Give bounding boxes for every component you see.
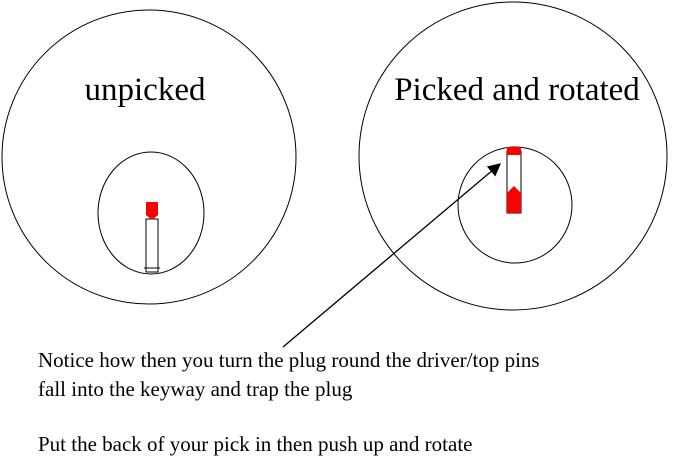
note-line-3: Put the back of your pick in then push u…: [38, 432, 473, 456]
unpicked-outer-housing: [1, 9, 297, 305]
picked-outer-housing: [358, 1, 668, 311]
picked-lock: Picked and rotated: [358, 1, 668, 311]
picked-top-pin: [507, 147, 521, 155]
note-line-2: fall into the keyway and trap the plug: [38, 377, 353, 401]
pointer-arrow: [282, 163, 501, 348]
unpicked-plug: [97, 151, 205, 275]
unpicked-lock: unpicked: [1, 9, 297, 305]
unpicked-pin-shaft: [145, 218, 159, 273]
unpicked-driver-pin: [146, 202, 158, 220]
note-line-1: Notice how then you turn the plug round …: [38, 348, 540, 372]
picked-label: Picked and rotated: [394, 72, 640, 108]
unpicked-label: unpicked: [85, 72, 206, 108]
picked-driver-pin: [507, 186, 521, 213]
